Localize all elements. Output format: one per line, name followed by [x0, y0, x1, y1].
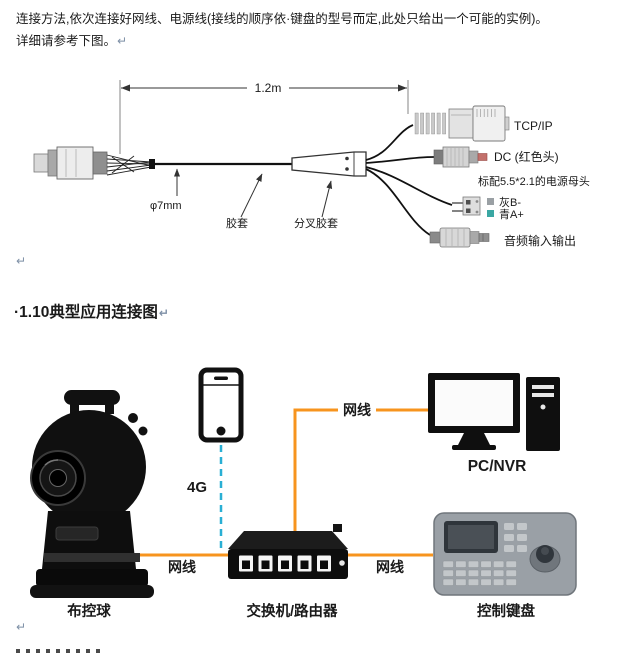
- cyan-wire-chip: [487, 210, 494, 217]
- keyboard-keys: [442, 560, 517, 586]
- paragraph-mark-icon: ↵: [16, 620, 27, 634]
- audio-connector: [429, 227, 490, 248]
- wire-wrap: [149, 159, 155, 169]
- sleeve-label: 胶套: [226, 216, 248, 230]
- switch-icon: [228, 524, 348, 579]
- diameter-label: φ7mm: [150, 200, 182, 212]
- phone-icon: [198, 367, 244, 443]
- split-sleeve-label: 分叉胶套: [294, 216, 338, 230]
- wireless-4g-label: 4G: [187, 479, 207, 496]
- keyboard-icon: [433, 512, 577, 596]
- section-heading: ·1.10典型应用连接图↵: [14, 304, 169, 321]
- application-diagram: 网线 网线 网线 4G PC/NVR 布控球 交换机/路由器 控制键盘: [30, 367, 577, 620]
- paragraph-mark-icon: ↵: [117, 34, 128, 48]
- rs485-label-2: 青A+: [499, 208, 524, 221]
- branch-cables: [365, 124, 453, 236]
- clipped-text-line: [16, 649, 106, 653]
- paragraph-mark-icon: ↵: [158, 306, 169, 320]
- pc-nvr-label: PC/NVR: [468, 458, 527, 475]
- rj45-connector: [414, 105, 510, 142]
- cable-label-camera: 网线: [168, 559, 196, 575]
- cable-label-pc: 网线: [343, 402, 371, 418]
- rs485-label-1: 灰B-: [499, 195, 521, 209]
- rs485-terminal: [452, 196, 494, 217]
- paragraph-mark-icon: ↵: [16, 254, 27, 268]
- dc-connector: [433, 146, 488, 168]
- switch-ports: [239, 555, 331, 572]
- dc-note: 标配5.5*2.1的电源母头: [478, 174, 590, 188]
- length-label: 1.2m: [255, 81, 282, 95]
- intro-line-2: 详细请参考下图。↵: [16, 34, 128, 48]
- pc-nvr-icon: [428, 373, 560, 451]
- dim-arrow-right-icon: [398, 84, 407, 92]
- dimension-1-2m: 1.2m: [119, 80, 409, 154]
- power-plug: [33, 146, 108, 180]
- label-bg: [338, 402, 376, 419]
- wire-bundle: [106, 154, 152, 176]
- diameter-callout: φ7mm: [150, 168, 182, 212]
- dim-arrow-left-icon: [121, 84, 130, 92]
- cable-diagram: 1.2m φ7mm: [33, 80, 590, 248]
- intro-line-1: 连接方法,依次连接好网线、电源线(接线的顺序依·键盘的型号而定,此处只给出一个可…: [16, 12, 548, 26]
- audio-label: 音频输入输出: [504, 233, 576, 248]
- ptz-camera-icon: [30, 390, 154, 598]
- gray-wire-chip: [487, 198, 494, 205]
- split-sleeve: [291, 151, 367, 177]
- switch-label: 交换机/路由器: [246, 602, 338, 620]
- split-sleeve-callout: 分叉胶套: [294, 180, 338, 230]
- intro-paragraph: 连接方法,依次连接好网线、电源线(接线的顺序依·键盘的型号而定,此处只给出一个可…: [16, 8, 616, 52]
- sleeve-callout: 胶套: [226, 173, 263, 230]
- cable-label-keyboard: 网线: [376, 559, 404, 575]
- keyboard-label: 控制键盘: [477, 602, 535, 620]
- camera-label: 布控球: [67, 602, 111, 620]
- tcpip-label: TCP/IP: [514, 119, 553, 133]
- network-cables: [132, 408, 433, 557]
- dc-label: DC (红色头): [494, 149, 559, 164]
